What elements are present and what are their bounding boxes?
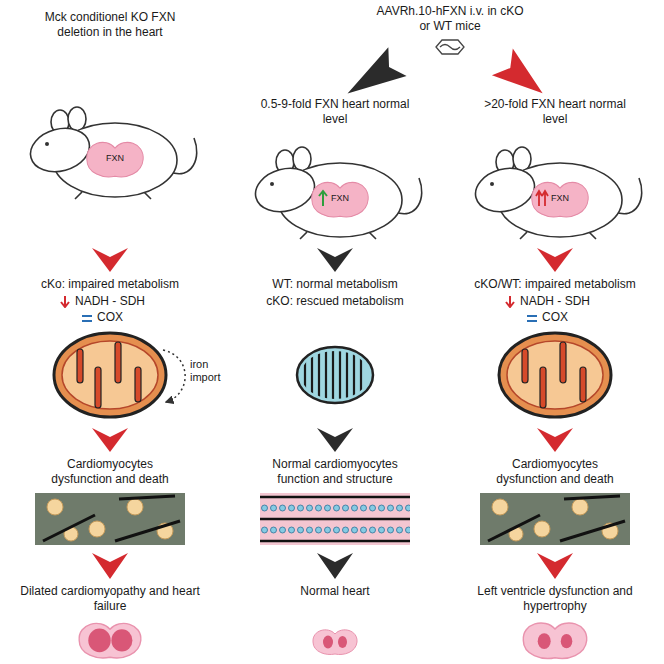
tissue <box>260 493 410 545</box>
node-text: Cardiomyocytes dysfunction and death <box>485 457 625 486</box>
mouse-panel: 0.5-9-fold FXN heart normal levelFXN <box>235 95 435 245</box>
node-text: >20-fold FXN heart normal level <box>480 97 630 126</box>
flow-arrow <box>537 248 573 272</box>
unchanged-sign <box>81 312 93 324</box>
node-text: Cardiomyocytes dysfunction and death <box>40 457 180 486</box>
node-text: Dilated cardiomyopathy and heart failure <box>8 584 212 613</box>
flow-arrow <box>317 428 353 452</box>
tissue <box>480 493 630 545</box>
mitochondrion <box>54 333 166 417</box>
metabolism-panel: cKO/WT: impaired metabolismNADH - SDHCOX <box>455 275 655 425</box>
node-text: cKO/WT: impaired metabolism <box>474 277 635 292</box>
heart-fxn: FXN <box>530 176 590 220</box>
cardiomyocyte-panel: Normal cardiomyocytes function and struc… <box>235 455 435 550</box>
annotation: iron import <box>190 358 230 384</box>
decrease-arrow <box>504 296 516 308</box>
node-text: AAVRh.10-hFXN i.v. in cKO or WT mice <box>375 4 525 33</box>
flow-arrow <box>537 428 573 452</box>
mouse-panel: >20-fold FXN heart normal levelFXN <box>455 95 655 245</box>
flow-arrow <box>317 553 353 579</box>
heart-fxn: FXN <box>310 176 370 220</box>
node-text: COX <box>97 310 123 325</box>
flow-arrow <box>92 553 128 579</box>
node-text: WT: normal metabolism <box>272 277 397 292</box>
outcome-panel: Normal heart <box>229 582 441 660</box>
tissue <box>35 493 185 545</box>
flow-arrow <box>537 553 573 579</box>
mitochondrion <box>499 333 611 417</box>
mouse-panel: Mck conditionel KO FXN deletion in the h… <box>10 8 210 245</box>
metabolism-panel: WT: normal metabolism cKO: rescued metabo… <box>235 275 435 425</box>
node-text: Mck conditionel KO FXN deletion in the h… <box>35 10 185 39</box>
mouse <box>251 147 422 239</box>
cardiomyocyte-panel: Cardiomyocytes dysfunction and death <box>10 455 210 550</box>
mitochondrion <box>297 345 373 405</box>
flow-arrow <box>492 48 543 93</box>
node-text: Left ventricle dysfunction and hypertrop… <box>453 584 657 613</box>
node-text: FXN <box>106 153 124 164</box>
vector-icon <box>436 40 464 54</box>
flow-arrow <box>92 248 128 272</box>
flow-arrow <box>92 428 128 452</box>
outcome-panel: Left ventricle dysfunction and hypertrop… <box>449 582 661 660</box>
cardiomyocyte-panel: Cardiomyocytes dysfunction and death <box>455 455 655 550</box>
heart-hypertrophic <box>523 623 586 659</box>
node-text: FXN <box>551 193 569 204</box>
decrease-arrow <box>59 296 71 308</box>
node-text: 0.5-9-fold FXN heart normal level <box>260 97 410 126</box>
outcome-panel: Dilated cardiomyopathy and heart failure <box>4 582 216 660</box>
treatment-label: AAVRh.10-hFXN i.v. in cKO or WT mice <box>350 2 550 60</box>
heart-dilated <box>79 623 141 658</box>
heart-normal <box>313 630 357 655</box>
node-text: cKo: impaired metabolism <box>41 277 179 292</box>
metabolism-panel: cKo: impaired metabolismNADH - SDHCOX <box>10 275 210 425</box>
node-text: NADH - SDH <box>75 294 145 309</box>
heart-fxn: FXN <box>85 136 145 180</box>
mouse <box>26 107 197 199</box>
node-text: Normal heart <box>300 584 369 599</box>
node-text: Normal cardiomyocytes function and struc… <box>260 457 410 486</box>
unchanged-sign <box>526 312 538 324</box>
iron-arrow <box>163 350 185 402</box>
node-text: COX <box>542 310 568 325</box>
mouse <box>471 147 642 239</box>
node-text: NADH - SDH <box>520 294 590 309</box>
node-text: FXN <box>331 193 349 204</box>
flow-arrow <box>348 47 407 93</box>
flow-arrow <box>317 248 353 272</box>
node-text: cKO: rescued metabolism <box>266 294 403 309</box>
